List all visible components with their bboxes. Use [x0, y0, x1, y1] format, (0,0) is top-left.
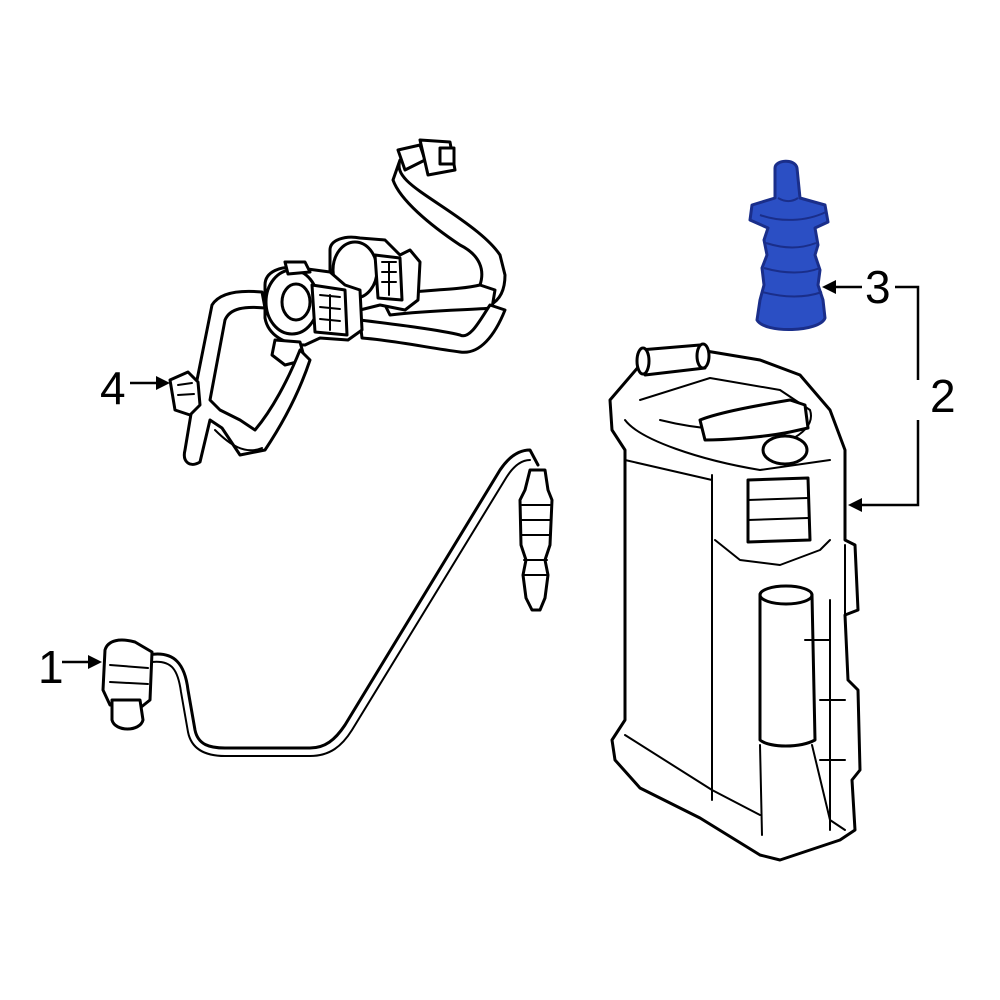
sensor-connector [101, 638, 154, 731]
filter-rib-lines [759, 197, 827, 298]
callout-1-label: 1 [38, 641, 64, 693]
callout-1: 1 [38, 641, 102, 693]
callout-2: 2 [848, 370, 956, 512]
vapor-canister[interactable] [608, 342, 862, 862]
purge-valve-left [263, 260, 364, 367]
callout-2-label: 2 [930, 370, 956, 422]
filter-body [748, 159, 830, 331]
top-hose-connector [396, 138, 457, 177]
callout-4-label: 4 [100, 362, 126, 414]
hose-end-fitting [168, 370, 202, 417]
oxygen-sensor[interactable] [101, 448, 554, 757]
sensor-probe [518, 468, 554, 612]
arrow-right-icon [88, 655, 102, 669]
purge-valve-hose-assembly[interactable] [168, 138, 507, 466]
arrow-left-icon [822, 280, 836, 294]
callout-3-label: 3 [865, 261, 891, 313]
callout-4: 4 [100, 362, 170, 414]
arrow-right-icon [156, 376, 170, 390]
arrow-left-icon [848, 498, 862, 512]
callout-3: 3 [822, 261, 920, 380]
canister-filter[interactable] [748, 159, 830, 331]
